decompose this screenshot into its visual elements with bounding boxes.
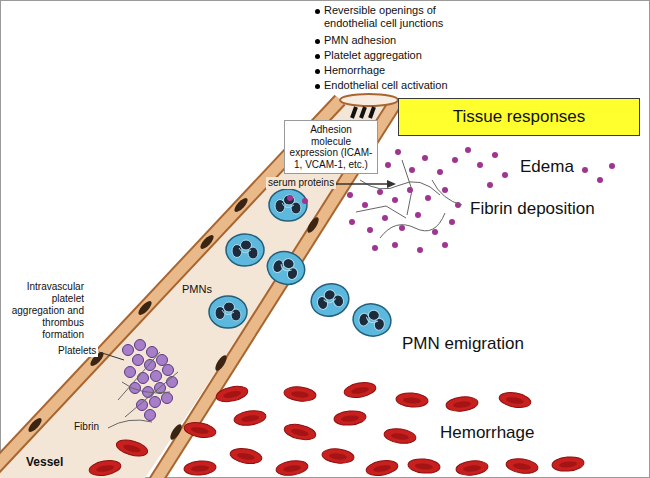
bullet-item: Endothelial cell activation bbox=[324, 79, 448, 92]
part-label: Platelets bbox=[56, 345, 98, 357]
part-label: serum proteins bbox=[266, 177, 336, 189]
part-label: Intravascular platelet aggregation and t… bbox=[4, 281, 84, 341]
title-box: Tissue responses bbox=[398, 98, 640, 136]
box-text: Tissue responses bbox=[453, 107, 586, 127]
part-label: PMNs bbox=[180, 283, 214, 296]
callout-box: Adhesion molecule expression (ICAM-1, VC… bbox=[284, 120, 378, 174]
response-label: Fibrin deposition bbox=[470, 199, 595, 219]
response-label: Hemorrhage bbox=[440, 423, 535, 443]
bullet-item: Reversible openings of endothelial cell … bbox=[324, 4, 484, 30]
response-label: Edema bbox=[520, 157, 574, 177]
part-label: Fibrin bbox=[72, 421, 101, 433]
box-text: Adhesion molecule expression (ICAM-1, VC… bbox=[289, 124, 373, 170]
bullet-item: Hemorrhage bbox=[324, 64, 385, 77]
response-label: PMN emigration bbox=[402, 334, 524, 354]
bullet-item: Platelet aggregation bbox=[324, 49, 422, 62]
bullet-item: PMN adhesion bbox=[324, 34, 396, 47]
part-label: Vessel bbox=[24, 455, 65, 469]
